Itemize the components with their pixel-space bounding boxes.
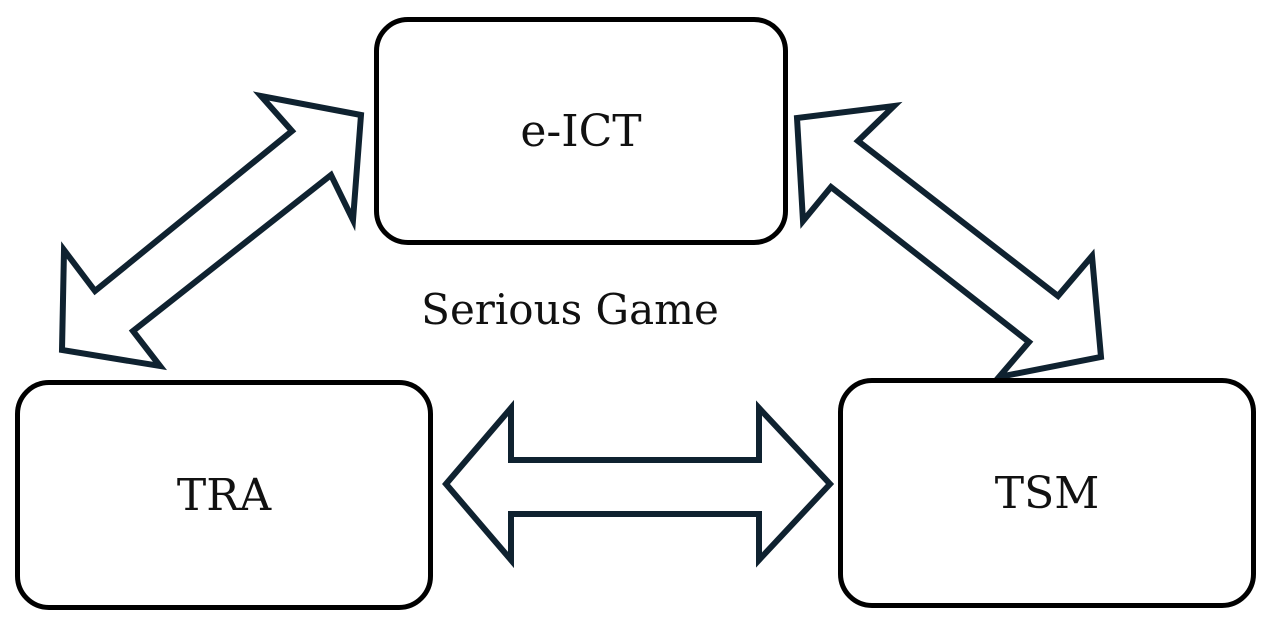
node-label: TRA (176, 469, 272, 521)
center-label: Serious Game (421, 285, 719, 334)
node-e-ict: e-ICT (374, 17, 788, 245)
node-tsm: TSM (838, 378, 1256, 608)
node-label: e-ICT (520, 105, 642, 157)
arrow-tra-eict (58, 91, 365, 371)
node-label: TSM (994, 467, 1100, 519)
arrow-tra-tsm (442, 399, 835, 569)
arrow-eict-tsm (793, 101, 1105, 382)
node-tra: TRA (15, 380, 433, 610)
